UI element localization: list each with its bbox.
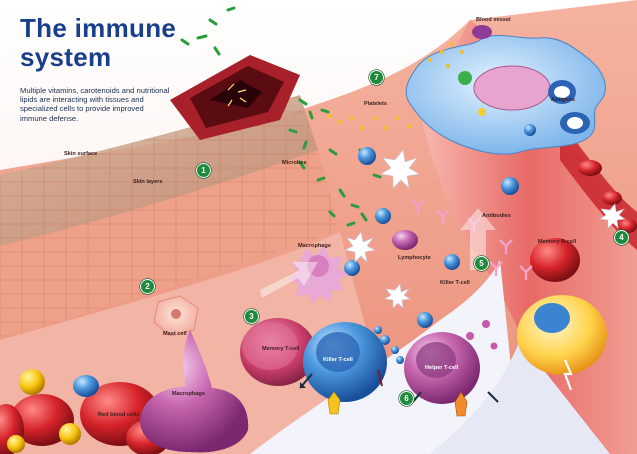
step-badge-1: 1	[196, 163, 211, 178]
label-skin-layers: Skin layers	[133, 179, 163, 185]
memory-b-cell-yellow	[517, 295, 607, 391]
memory-t-cell	[240, 318, 316, 386]
mast-cell	[153, 295, 199, 337]
label-memory-b-cell: Memory B-cell	[538, 239, 577, 245]
label-skin-surface: Skin surface	[64, 151, 98, 157]
macrophage-bottom-cell	[140, 330, 249, 453]
label-macrophage-top: Macrophage	[298, 243, 331, 249]
label-macrophage-bottom: Macrophage	[172, 391, 205, 397]
killer-t-cell-large	[303, 322, 404, 402]
small-blue-cells	[344, 124, 536, 328]
flow-arrows	[260, 208, 496, 298]
label-platelets: Platelets	[364, 101, 388, 107]
membrane-right	[430, 340, 610, 454]
title-line-1: The immune	[20, 13, 177, 43]
label-antigens: Antigens	[551, 97, 575, 103]
step-badge-7: 7	[369, 70, 384, 85]
label-memory-t-cell: Memory T-cell	[262, 346, 300, 352]
label-red-blood-cells: Red blood cells	[98, 412, 140, 418]
red-blood-cells-bottom	[0, 369, 170, 454]
receptors	[299, 369, 499, 417]
platelets	[328, 42, 464, 130]
step-badge-6: 6	[399, 391, 414, 406]
page-subtitle: Multiple vitamins, carotenoids and nutri…	[20, 86, 170, 123]
step-badge-2: 2	[140, 279, 155, 294]
title-line-2: system	[20, 42, 112, 72]
page-title: The immune system	[20, 14, 176, 72]
helper-t-cell	[404, 320, 498, 404]
label-helper-t-cell: Helper T-cell	[425, 365, 459, 371]
wound	[170, 55, 300, 140]
skin-cell-grid	[0, 95, 318, 246]
activated-cells	[344, 149, 626, 309]
step-badge-5: 5	[474, 256, 489, 271]
vessel-red-cells	[472, 25, 637, 282]
label-blood-vessel: Blood vessel	[476, 17, 511, 23]
label-antibodies: Antibodies	[482, 213, 511, 219]
label-microbes: Microbes	[282, 160, 307, 166]
step-badge-3: 3	[244, 309, 259, 324]
label-killer-t-cell-large: Killer T-cell	[323, 357, 353, 363]
deep-tissue-grid	[0, 150, 340, 340]
membrane-lower	[250, 260, 520, 454]
antibodies	[411, 199, 533, 280]
lymphocyte-cell	[392, 230, 418, 250]
dendritic-cell	[405, 34, 606, 155]
step-badge-4: 4	[614, 230, 629, 245]
label-killer-t-cell-small: Killer T-cell	[440, 280, 470, 286]
label-mast-cell: Mast cell	[163, 331, 187, 337]
label-lymphocyte: Lymphocyte	[398, 255, 431, 261]
macrophage-top-cell	[288, 246, 348, 304]
